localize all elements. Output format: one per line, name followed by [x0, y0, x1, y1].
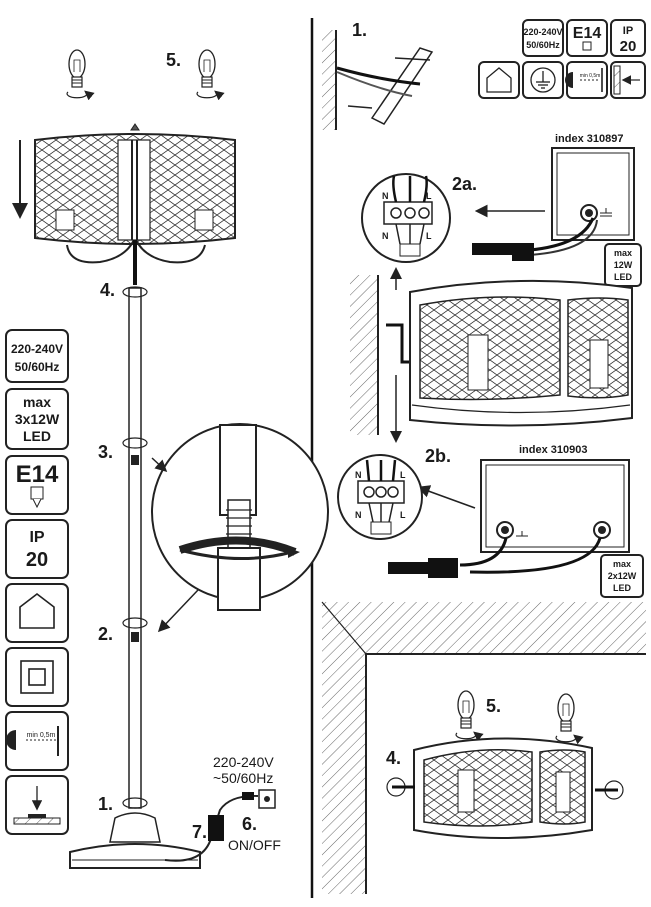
wall-sconce-side [350, 267, 633, 443]
right-top-panel: 1. 220-240V 50/60Hz E14 IP 20 [322, 19, 646, 130]
svg-text:max: max [23, 394, 51, 410]
svg-text:E14: E14 [16, 461, 59, 488]
rotate-arrow-icon [288, 548, 300, 558]
step-4-label: 4. [386, 748, 401, 768]
step-5-label: 5. [166, 50, 181, 70]
max-power-box-a: max 12W LED [604, 243, 642, 287]
bulb-base-icon [30, 486, 44, 500]
svg-text:max: max [613, 559, 631, 569]
step-4-label: 4. [100, 280, 115, 300]
svg-text:LED: LED [23, 428, 51, 444]
mains-frequency: ~50/60Hz [213, 770, 273, 786]
spec-socket-box: E14 [5, 455, 69, 515]
step-6-label: 6. [242, 814, 257, 834]
floor-lamp-shade [12, 133, 236, 245]
spec-voltage-box: 220-240V 50/60Hz [5, 329, 69, 383]
house-icon [478, 61, 520, 99]
step-1-label: 1. [352, 20, 367, 40]
svg-text:220-240V: 220-240V [11, 342, 63, 356]
ground-icon [522, 61, 564, 99]
floor-lamp-pole [122, 286, 148, 809]
wall-sconce-front [413, 737, 593, 839]
step-2b-label: 2b. [425, 446, 451, 466]
svg-text:2x12W: 2x12W [608, 571, 637, 581]
bulb-icon [67, 50, 87, 98]
svg-text:min 0,5m: min 0,5m [27, 732, 56, 739]
svg-text:L: L [400, 470, 406, 480]
spec-socket-box: E14 [566, 19, 608, 57]
svg-text:50/60Hz: 50/60Hz [15, 360, 60, 374]
mains-voltage: 220-240V [213, 754, 274, 770]
house-icon [5, 583, 69, 643]
variant-a-wiring: index 310897 2a. N L N L max 12W LED [361, 133, 642, 287]
spec-ip-box: IP 20 [610, 19, 646, 57]
svg-text:L: L [400, 510, 406, 520]
svg-text:IP: IP [29, 529, 44, 546]
spec-ip-box: IP 20 [5, 519, 69, 579]
svg-text:N: N [382, 231, 389, 241]
distance-icon: min 0,5m [565, 61, 608, 99]
left-panel: 5. 4. 3. 2. 1. [5, 50, 329, 869]
step-3-label: 3. [98, 442, 113, 462]
bulb-icon [456, 691, 476, 739]
svg-text:20: 20 [26, 549, 48, 571]
svg-text:50/60Hz: 50/60Hz [526, 40, 560, 50]
double-insulation-icon [5, 647, 69, 707]
distance-icon: min 0,5m [5, 711, 69, 771]
step-1-label: 1. [98, 794, 113, 814]
surface-mount-icon [610, 61, 646, 99]
svg-text:L: L [426, 231, 432, 241]
step-2a-label: 2a. [452, 174, 477, 194]
svg-text:20: 20 [620, 38, 637, 55]
bulb-icon [197, 50, 217, 98]
svg-text:min 0,5m: min 0,5m [580, 73, 601, 79]
svg-text:N: N [355, 470, 362, 480]
switch-label: ON/OFF [228, 837, 281, 853]
bulb-icon [556, 694, 576, 742]
mounting-bracket [336, 47, 434, 125]
svg-text:3x12W: 3x12W [15, 411, 60, 427]
surface-mount-icon [5, 775, 69, 835]
step-5-label: 5. [486, 696, 501, 716]
thread-detail-circle [151, 423, 329, 633]
svg-text:L: L [426, 191, 432, 201]
max-power-box-b: max 2x12W LED [600, 554, 644, 598]
svg-text:220-240V: 220-240V [523, 27, 562, 37]
index-310903: index 310903 [519, 444, 588, 456]
inline-switch [208, 815, 224, 841]
svg-text:max: max [614, 248, 632, 258]
step-2-label: 2. [98, 624, 113, 644]
svg-text:LED: LED [614, 272, 633, 282]
svg-text:LED: LED [613, 583, 632, 593]
svg-text:IP: IP [623, 25, 633, 37]
svg-text:N: N [355, 510, 362, 520]
spec-power-box: max 3x12W LED [5, 388, 69, 450]
variant-b-wiring: index 310903 2b. N L N L max 2x12W LED [337, 444, 644, 598]
svg-text:E14: E14 [573, 25, 602, 42]
right-bottom-panel: 5. 4. [321, 601, 646, 894]
svg-text:N: N [382, 191, 389, 201]
spec-voltage-box: 220-240V 50/60Hz [522, 19, 564, 57]
svg-text:12W: 12W [614, 260, 633, 270]
index-310897: index 310897 [555, 133, 624, 145]
step-7-label: 7. [192, 822, 207, 842]
